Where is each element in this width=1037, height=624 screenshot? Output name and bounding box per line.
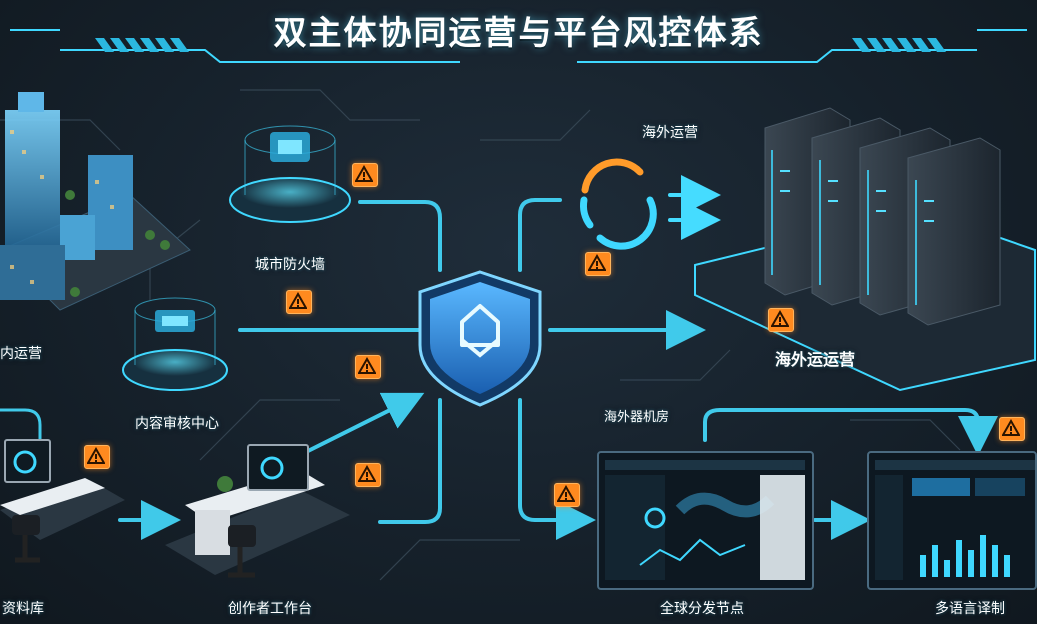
warning-icon — [999, 417, 1025, 441]
warning-icon — [84, 445, 110, 469]
label-city-firewall: 城市防火墙 — [255, 257, 325, 273]
city-buildings-illustration — [0, 92, 191, 311]
label-overseas-server-room: 海外器机房 — [604, 410, 670, 425]
multi-lang-dashboard — [867, 451, 1037, 590]
warning-icon — [286, 290, 312, 314]
label-resource-library: 资料库 — [2, 601, 44, 617]
title-stripes — [95, 38, 946, 52]
connector-shield-to-global — [518, 398, 596, 540]
label-domestic-ops: 内运营 — [0, 346, 42, 362]
cycle-arrows-illustration — [580, 158, 657, 250]
server-racks-illustration — [694, 107, 1036, 392]
flow-connectors — [0, 198, 998, 540]
connector-lang-loop — [703, 408, 998, 456]
warning-icon — [768, 308, 794, 332]
connector-left-loop — [0, 408, 42, 442]
diagram-title: 双主体协同运营与平台风控体系 — [273, 13, 764, 52]
connector-shield-down — [378, 398, 442, 524]
overseas-arrows — [668, 175, 721, 240]
connector-firewall-to-shield — [358, 200, 442, 272]
connector-creator-up — [298, 392, 425, 457]
label-overseas-ops-top: 海外运营 — [642, 125, 698, 141]
connector-shield-to-overseas-top — [518, 198, 562, 272]
label-multi-lang: 多语言译制 — [935, 601, 1005, 617]
firewall-hologram — [229, 125, 351, 223]
warning-icon — [554, 483, 580, 507]
creator-desk-illustration — [165, 444, 350, 578]
warning-icon — [355, 355, 381, 379]
label-global-nodes: 全球分发节点 — [660, 601, 744, 617]
label-creator-workbench: 创作者工作台 — [228, 601, 312, 617]
global-nodes-dashboard — [597, 451, 814, 590]
warning-icon — [585, 252, 611, 276]
shield-illustration — [418, 270, 542, 407]
title-decoration-right — [577, 29, 1027, 63]
warning-icon — [352, 163, 378, 187]
title-decoration-left — [10, 29, 460, 63]
label-overseas-ops-right: 海外运运营 — [775, 350, 856, 369]
warning-icon — [355, 463, 381, 487]
label-content-review: 内容审核中心 — [135, 416, 219, 432]
review-hologram — [122, 297, 228, 391]
library-desk-illustration — [0, 439, 125, 563]
